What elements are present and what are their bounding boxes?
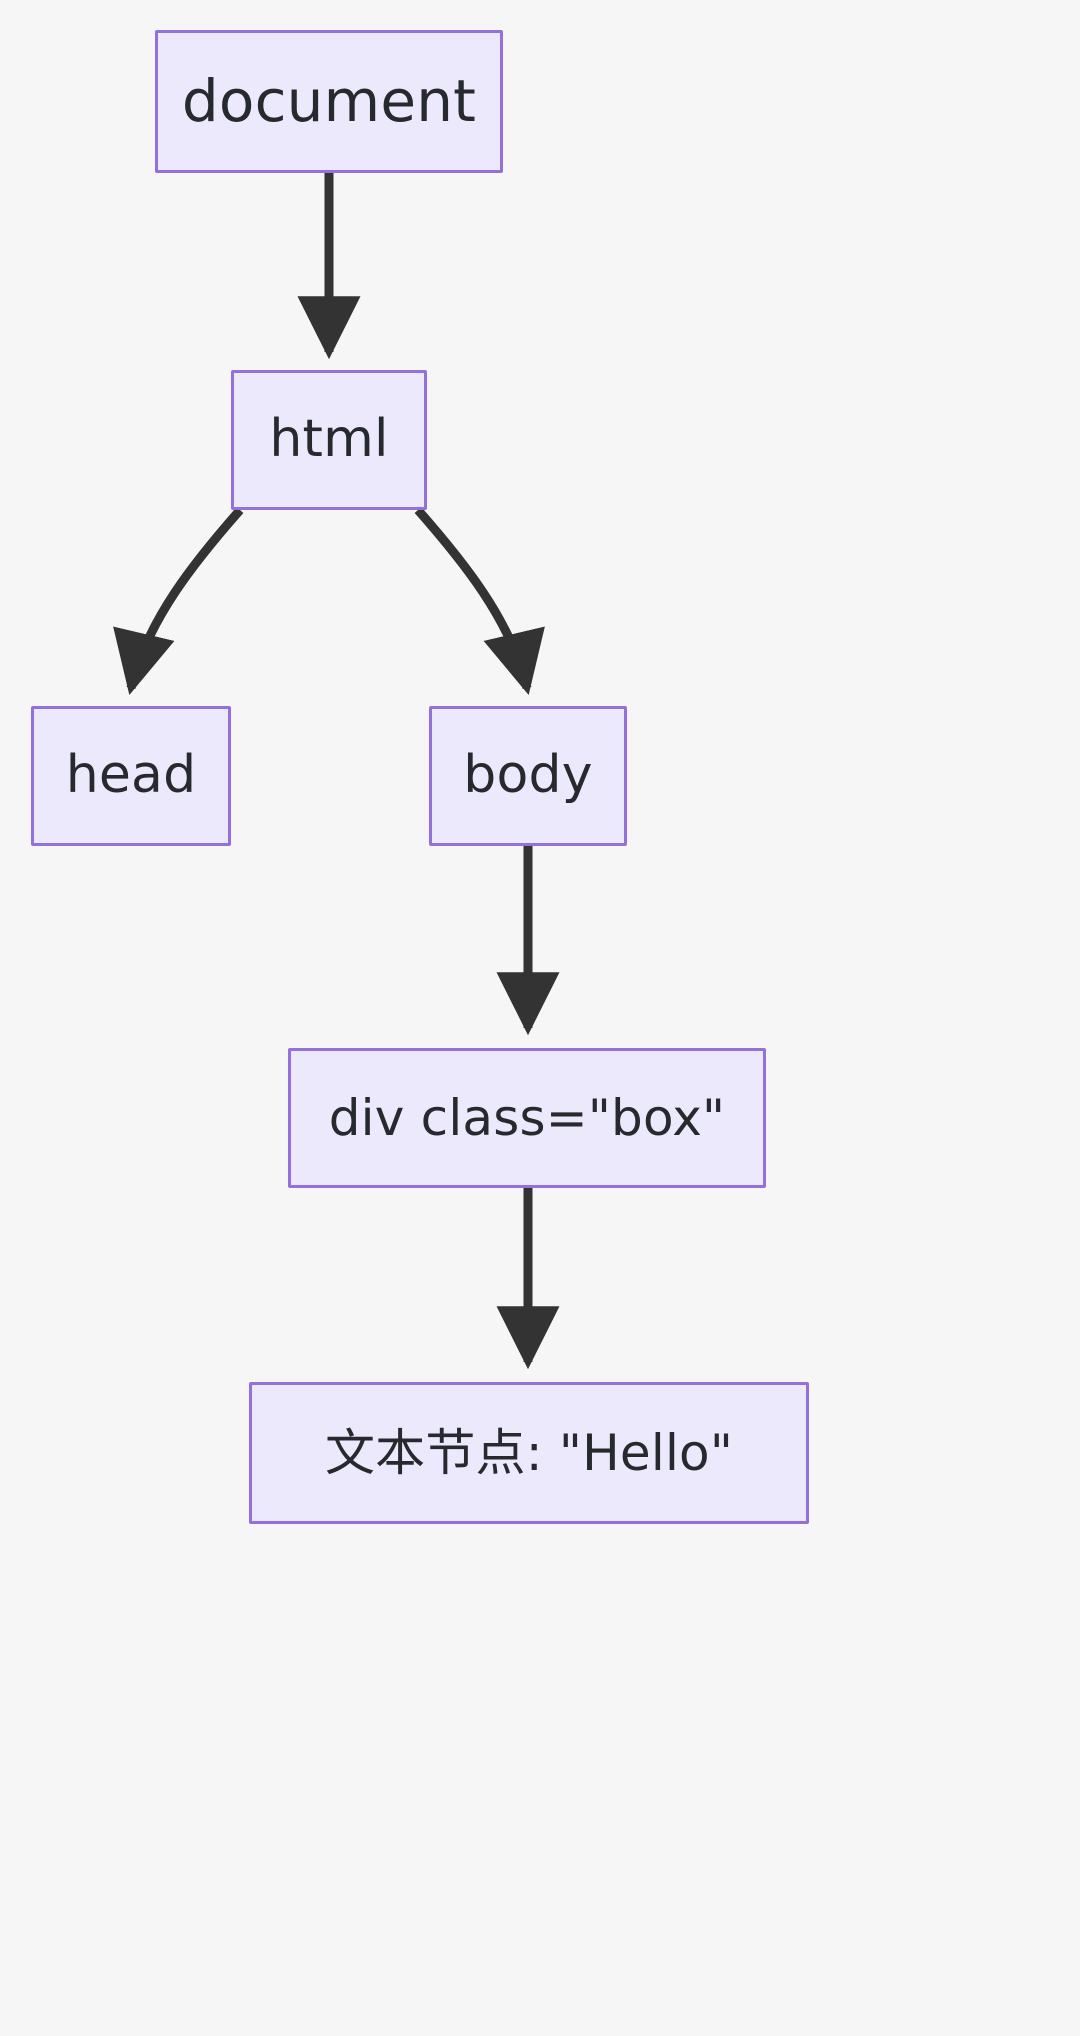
node-body[interactable]: body bbox=[429, 706, 627, 846]
node-body-label: body bbox=[463, 745, 593, 806]
node-html[interactable]: html bbox=[231, 370, 427, 510]
node-head-label: head bbox=[65, 745, 197, 806]
edge-html-to-head bbox=[113, 507, 244, 696]
node-div-box-label: div class="box" bbox=[328, 1088, 726, 1147]
node-document[interactable]: document bbox=[155, 30, 503, 173]
node-div-box[interactable]: div class="box" bbox=[288, 1048, 766, 1188]
node-text-node-label: 文本节点: "Hello" bbox=[324, 1423, 734, 1482]
node-document-label: document bbox=[181, 66, 477, 135]
node-head[interactable]: head bbox=[31, 706, 231, 846]
edge-html-to-body bbox=[414, 507, 545, 696]
node-html-label: html bbox=[269, 409, 389, 470]
node-text-node[interactable]: 文本节点: "Hello" bbox=[249, 1382, 809, 1524]
